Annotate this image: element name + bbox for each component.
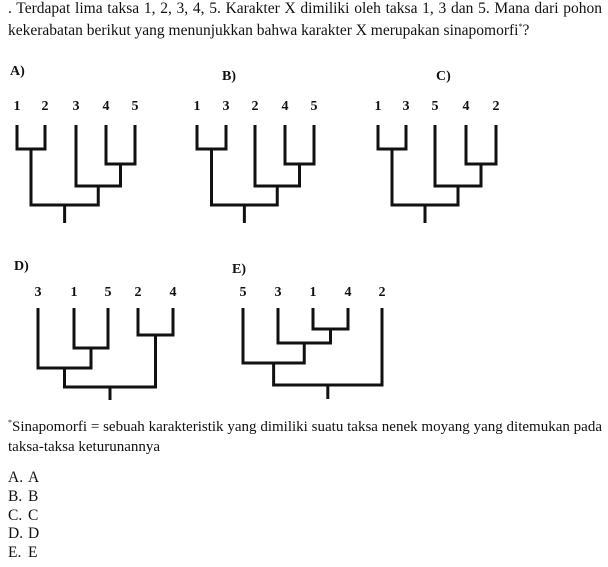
taxon-label: 4 [282, 99, 289, 114]
footnote-marker: * [518, 22, 523, 31]
option-letter: A. [8, 469, 24, 486]
taxon-label: 3 [73, 99, 80, 114]
option-text: E [28, 544, 38, 562]
footnote-marker: * [8, 418, 12, 427]
footnote: *Sinapomorfi = sebuah karakteristik yang… [8, 413, 602, 457]
taxon-label: 2 [379, 285, 386, 300]
option-letter: C. [8, 506, 23, 524]
branch [311, 308, 350, 331]
branch [104, 125, 137, 166]
taxon-label: 4 [463, 99, 470, 114]
branch [72, 308, 110, 350]
branch [29, 149, 100, 207]
taxon-label: 1 [375, 99, 382, 114]
taxon-label: 3 [275, 285, 282, 300]
tree-label-b: B) [222, 69, 236, 84]
option-letter: D. [8, 525, 24, 543]
branch [241, 308, 306, 365]
taxon-label: 2 [42, 99, 49, 114]
branch [376, 125, 408, 151]
option-text: B [28, 487, 39, 505]
taxon-label: 4 [345, 285, 352, 300]
taxon-label: 3 [403, 99, 410, 114]
option-d[interactable]: D.D [8, 525, 39, 544]
branch [272, 308, 384, 387]
cladogram-a: 1 2 3 4 5 [14, 99, 139, 223]
answer-options: A.A B. B C. C D.D E. E [8, 469, 39, 563]
option-text: A [28, 469, 40, 486]
taxon-label: 3 [223, 99, 230, 114]
option-text: D [28, 525, 40, 543]
question-mark: ? [522, 22, 530, 40]
cladogram-b: 1 3 2 4 5 [194, 99, 318, 223]
taxon-label: 2 [493, 99, 500, 114]
branch [36, 308, 93, 370]
taxon-label: 5 [432, 99, 439, 114]
branch [63, 335, 157, 389]
branch [15, 125, 47, 151]
option-e[interactable]: E. E [8, 544, 39, 563]
branch [464, 125, 498, 166]
branch [283, 125, 316, 166]
option-b[interactable]: B. B [8, 488, 39, 507]
cladogram-e: 5 3 1 4 2 [240, 285, 386, 399]
taxon-label: 5 [105, 285, 112, 300]
tree-label-d: D) [14, 259, 29, 274]
taxon-label: 1 [310, 285, 317, 300]
taxon-label: 1 [71, 285, 78, 300]
taxon-label: 5 [311, 99, 318, 114]
taxon-label: 4 [170, 285, 177, 300]
taxon-label: 4 [103, 99, 110, 114]
branch [253, 125, 301, 188]
cladogram-d: 3 1 5 2 4 [35, 285, 177, 400]
branch [74, 125, 122, 188]
tree-label-e: E) [232, 262, 246, 277]
branch [136, 308, 175, 337]
question-body: . Terdapat lima taksa 1, 2, 3, 4, 5. Kar… [8, 0, 602, 40]
taxon-label: 1 [194, 99, 201, 114]
question-text: . Terdapat lima taksa 1, 2, 3, 4, 5. Kar… [8, 0, 602, 40]
option-text: C [28, 506, 39, 524]
taxon-label: 2 [135, 285, 142, 300]
taxon-label: 3 [35, 285, 42, 300]
option-letter: B. [8, 487, 23, 505]
taxon-label: 5 [240, 285, 247, 300]
branch [390, 149, 460, 207]
footnote-text: Sinapomorfi = sebuah karakteristik yang … [8, 419, 602, 455]
taxon-label: 5 [132, 99, 139, 114]
branch [195, 125, 228, 151]
option-a[interactable]: A.A [8, 469, 39, 488]
option-letter: E. [8, 544, 22, 562]
branch [210, 149, 279, 207]
option-c[interactable]: C. C [8, 507, 39, 526]
tree-label-c: C) [436, 69, 451, 84]
taxon-label: 1 [14, 99, 21, 114]
tree-label-a: A) [10, 64, 25, 79]
taxon-label: 2 [252, 99, 259, 114]
branch [276, 308, 332, 345]
branch [433, 125, 483, 188]
cladogram-c: 1 3 5 4 2 [375, 99, 500, 223]
